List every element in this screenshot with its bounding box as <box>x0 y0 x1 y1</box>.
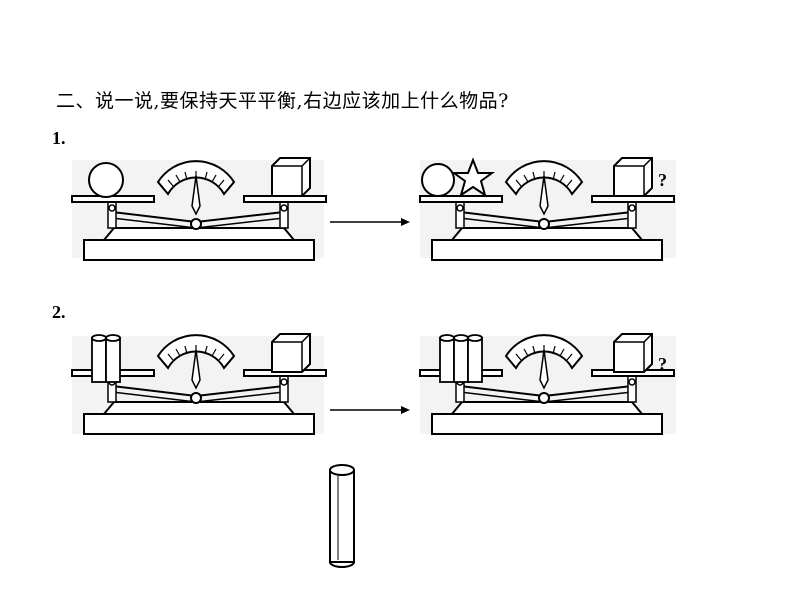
cylinder-icon <box>329 464 355 568</box>
question-mark-2: ? <box>658 354 667 374</box>
question-title: 二、说一说,要保持天平平衡,右边应该加上什么物品? <box>56 90 509 112</box>
question-mark-1: ? <box>658 170 667 190</box>
problem-number-2: 2. <box>52 302 66 322</box>
star-icon <box>450 157 496 198</box>
problem-number-1: 1. <box>52 128 66 148</box>
ball-icon <box>421 163 455 197</box>
ball-icon <box>88 162 124 198</box>
